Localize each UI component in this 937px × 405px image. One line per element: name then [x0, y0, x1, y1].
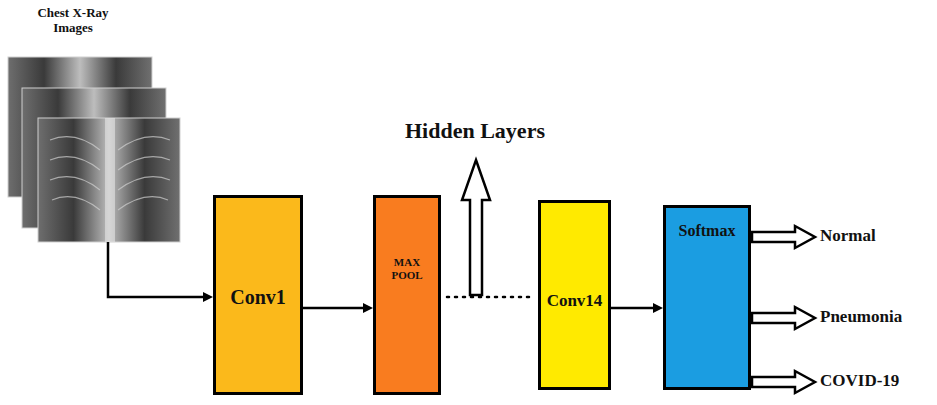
layer-box: Softmax: [663, 205, 751, 390]
layer-label: MAX POOL: [380, 256, 434, 281]
connector: [447, 297, 534, 298]
layer-box: Conv14: [538, 200, 611, 390]
text-label: Hidden Layers: [405, 118, 545, 143]
text-label: Normal: [820, 226, 876, 246]
layer-label: Softmax: [670, 222, 744, 240]
hidden-layers-arrow: [462, 160, 490, 295]
layer-label: Conv1: [220, 286, 296, 309]
connector-line: [303, 307, 364, 310]
connector-line: [611, 307, 654, 310]
text-label: Pneumonia: [820, 307, 902, 327]
layer-box: MAX POOL: [373, 195, 441, 395]
text-label: COVID-19: [820, 371, 899, 391]
connector: [611, 303, 663, 313]
layer-label: Conv14: [545, 291, 604, 311]
xray-stack: [8, 57, 180, 242]
arrowhead: [363, 303, 373, 313]
input-arrowhead: [203, 292, 213, 302]
connector: [303, 303, 373, 313]
output-arrows: [752, 226, 815, 393]
connector-line: [447, 296, 534, 299]
layer-box: Conv1: [213, 195, 303, 395]
arrowhead: [653, 303, 663, 313]
input-arrow: [108, 242, 205, 297]
text-label: Chest X-Ray Images: [28, 6, 118, 36]
